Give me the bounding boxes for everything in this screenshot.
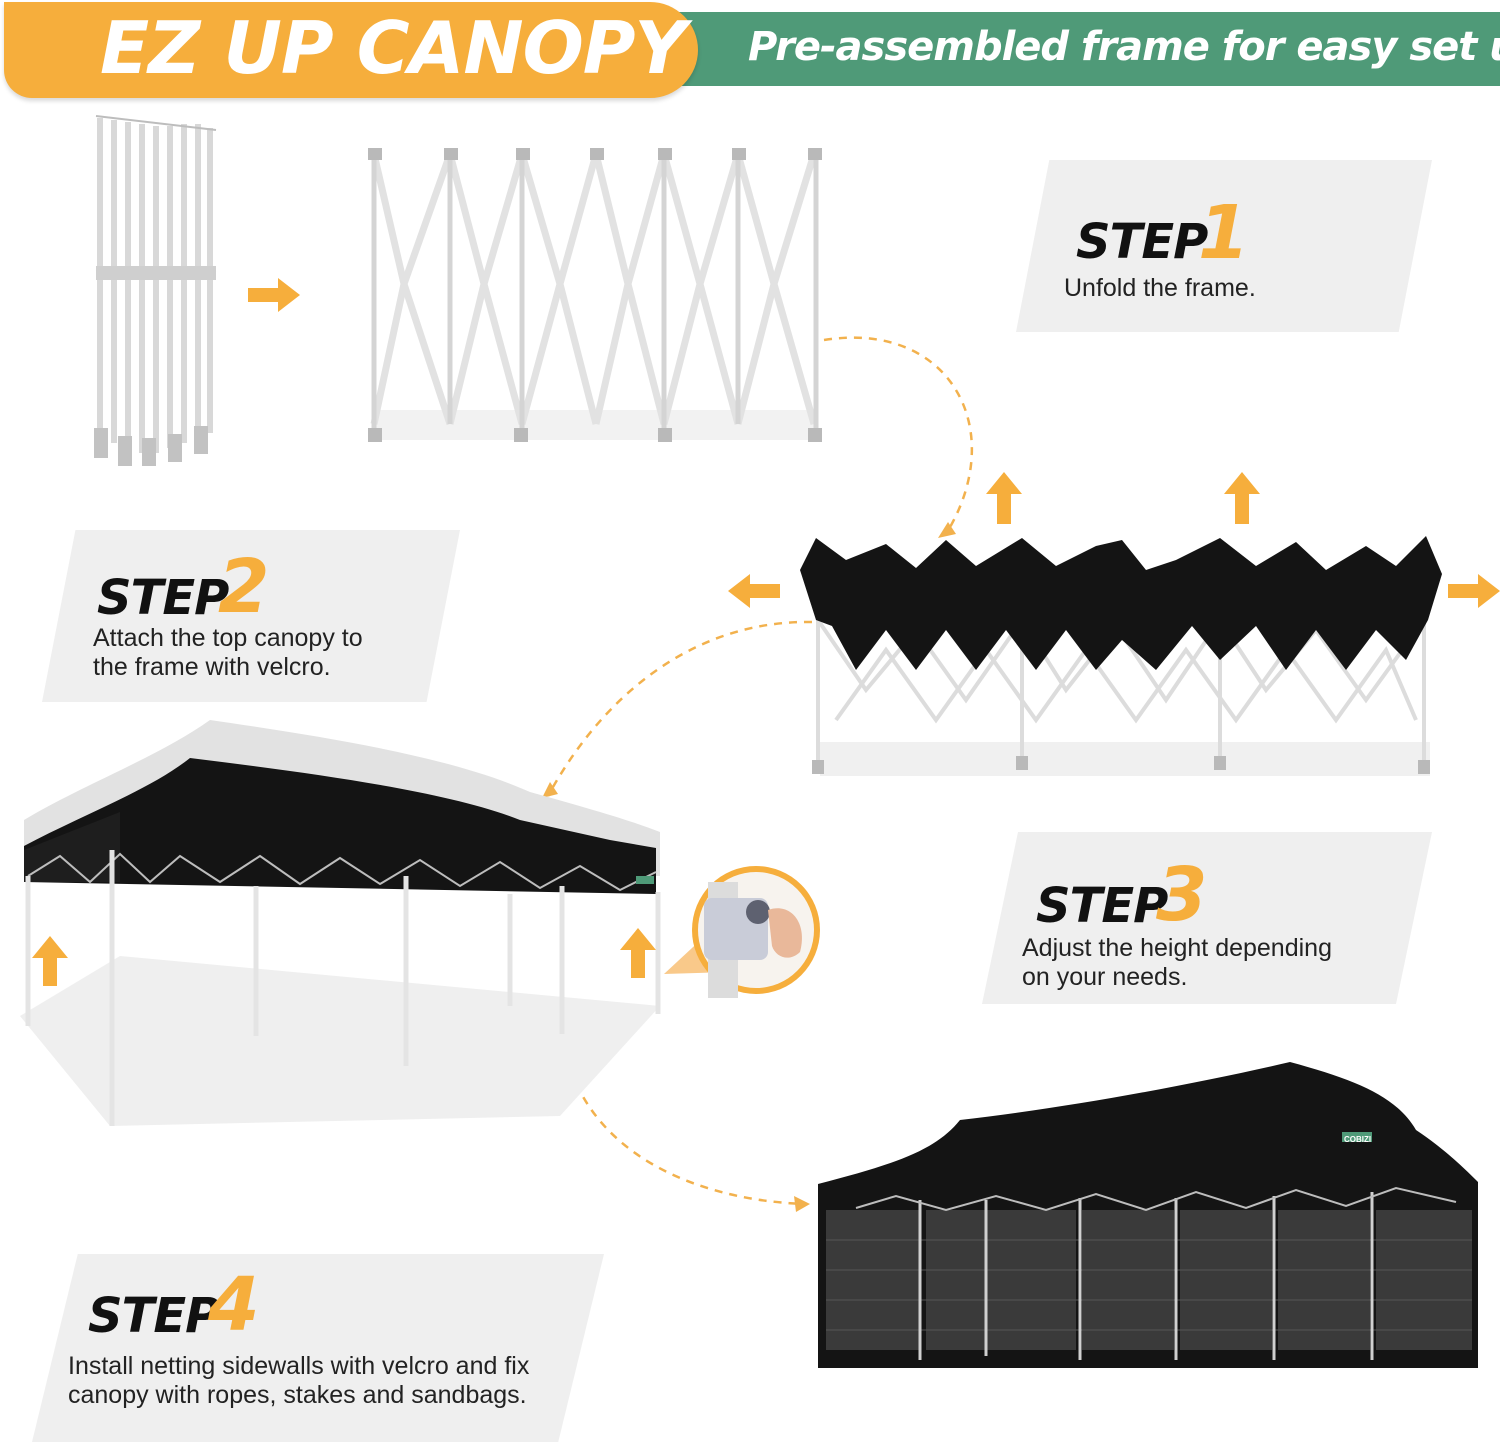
- step-2-label: STEP: [97, 570, 229, 626]
- step-4-number: 4: [208, 1262, 260, 1348]
- arrow-right-icon: [1448, 574, 1500, 608]
- step-4-card: [32, 1254, 604, 1442]
- arrow-left-icon: [728, 574, 780, 608]
- arrow-up-icon: [986, 472, 1022, 524]
- canopy-with-sidewalls-illustration: COBIZI: [818, 1062, 1478, 1368]
- arrow-up-icon: [1224, 472, 1260, 524]
- arrow-up-icon: [32, 936, 68, 986]
- step-1-card: [1016, 160, 1432, 332]
- step-3-description-line: on your needs.: [1022, 963, 1188, 991]
- height-adjust-detail-illustration: [664, 866, 820, 998]
- canopy-with-top-illustration: [20, 720, 661, 1126]
- step-2-description-line: Attach the top canopy to: [93, 624, 363, 652]
- step-3-label: STEP: [1036, 878, 1168, 934]
- step-2-description-line: the frame with velcro.: [93, 653, 331, 681]
- half-open-canopy-illustration: [800, 536, 1442, 776]
- step-4-description-line: Install netting sidewalls with velcro an…: [68, 1352, 530, 1380]
- page-subtitle: Pre-assembled frame for easy set up: [748, 24, 1500, 70]
- header-banner-orange: [4, 2, 698, 98]
- page-title: EZ UP CANOPY: [100, 6, 687, 90]
- step-3-description: Adjust the height depending on your need…: [1022, 934, 1332, 992]
- brand-logo-text: COBIZI: [1344, 1135, 1371, 1144]
- step-1-label: STEP: [1076, 214, 1208, 270]
- step-1-number: 1: [1198, 190, 1250, 276]
- header-banner-green: [650, 12, 1500, 86]
- brand-logo-icon: [636, 876, 654, 884]
- step-4-label: STEP: [88, 1288, 220, 1344]
- step-1-description-line: Unfold the frame.: [1064, 274, 1256, 302]
- step-1-description: Unfold the frame.: [1064, 274, 1256, 303]
- step-4-description: Install netting sidewalls with velcro an…: [68, 1352, 529, 1410]
- folded-frame-illustration: [94, 115, 217, 466]
- step-3-description-line: Adjust the height depending: [1022, 934, 1332, 962]
- arrow-right-icon: [248, 278, 300, 312]
- step-2-number: 2: [218, 544, 270, 630]
- step-4-description-line: canopy with ropes, stakes and sandbags.: [68, 1381, 527, 1409]
- step-3-card: [982, 832, 1432, 1004]
- unfolded-frame-illustration: [368, 148, 822, 442]
- step-2-card: [42, 530, 460, 702]
- step-2-description: Attach the top canopy to the frame with …: [93, 624, 363, 682]
- step-3-number: 3: [1156, 852, 1208, 938]
- arrow-up-icon: [620, 928, 656, 978]
